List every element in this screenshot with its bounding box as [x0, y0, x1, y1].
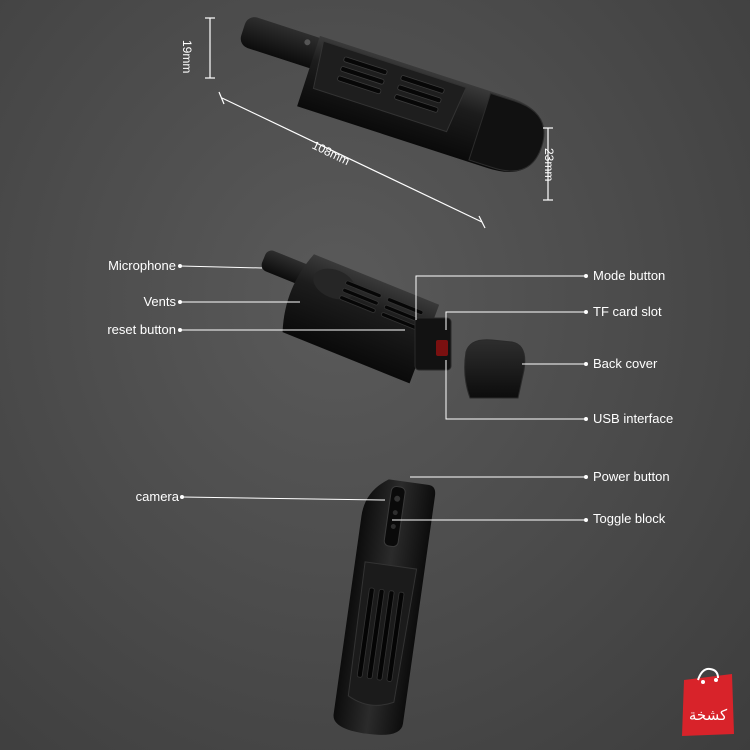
vents-icon [356, 587, 405, 682]
led-indicator-icon [436, 340, 448, 356]
device-front-view [333, 479, 436, 735]
label-camera: camera [135, 489, 179, 504]
usb-end [414, 317, 452, 371]
end-cap [468, 92, 545, 172]
microphone-hole-icon [304, 39, 311, 46]
vents-icon [337, 56, 445, 113]
lens-tube [240, 17, 336, 72]
dimension-23mm [543, 127, 553, 201]
label-usb-interface: USB interface [593, 411, 674, 426]
brand-logo: كشخة [682, 667, 734, 736]
camera-lens-icon [394, 495, 401, 502]
back-cover [464, 339, 526, 399]
device-side-view [261, 250, 440, 384]
label-toggle-block: Toggle block [593, 511, 666, 526]
dimension-19mm [205, 17, 215, 79]
brand-logo-text: كشخة [689, 706, 728, 724]
label-power-button: Power button [593, 469, 670, 484]
label-microphone: Microphone [108, 258, 176, 273]
label-reset-button: reset button [107, 322, 176, 337]
label-mode-button: Mode button [593, 268, 666, 283]
label-tf-card-slot: TF card slot [593, 304, 662, 319]
camera-strip [383, 486, 406, 548]
label-back-cover: Back cover [593, 356, 658, 371]
label-vents: Vents [143, 294, 176, 309]
dimension-label-23mm: 23mm [542, 148, 556, 182]
dimension-108mm [218, 91, 486, 229]
vents-icon [339, 280, 424, 330]
dimension-label-19mm: 19mm [180, 40, 194, 74]
device-top-view [240, 17, 545, 172]
leader-lines [179, 265, 586, 521]
leader-dots [178, 264, 588, 522]
